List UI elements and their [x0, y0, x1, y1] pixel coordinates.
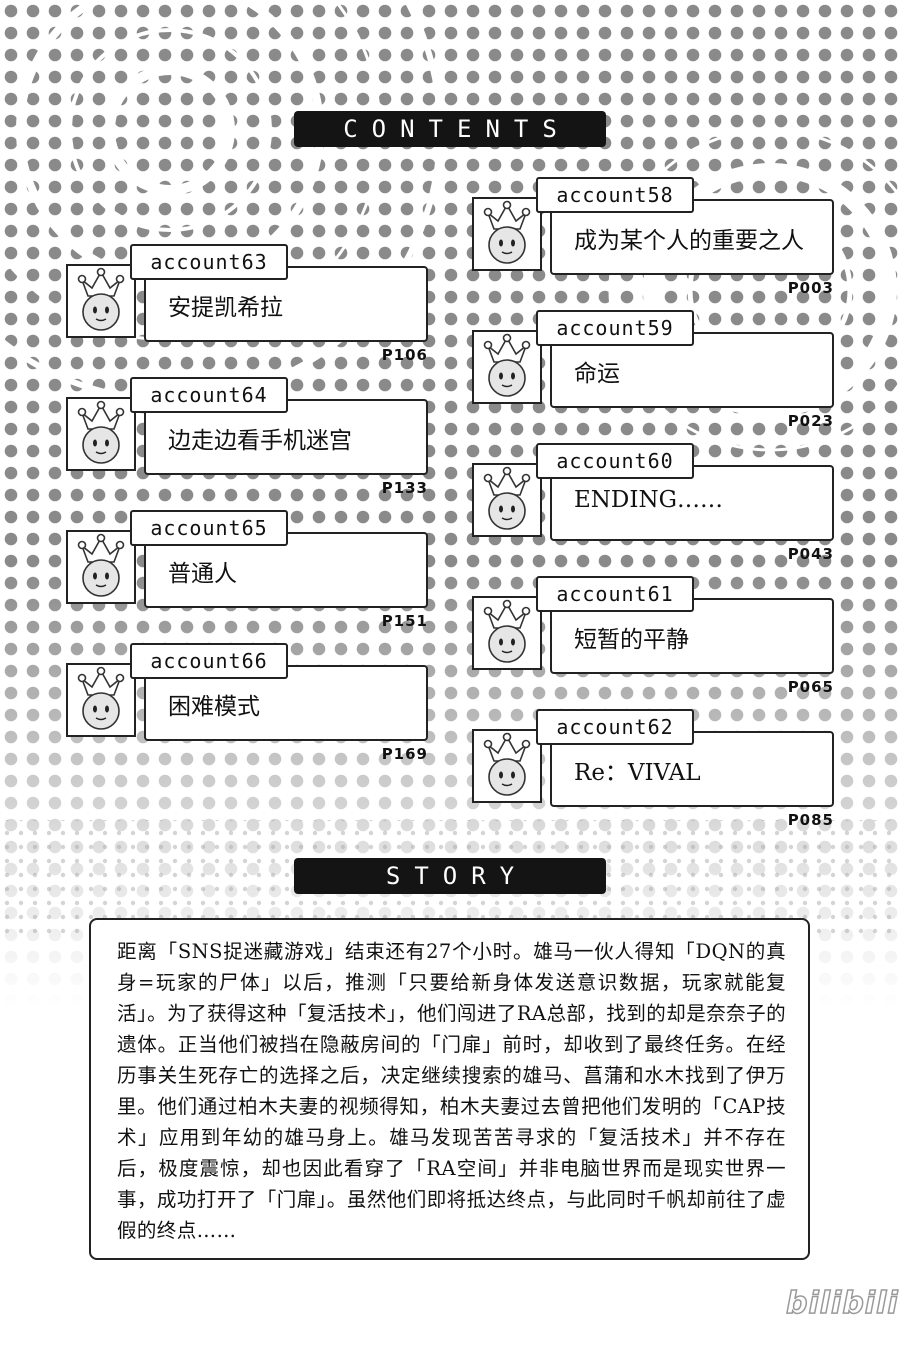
story-summary: 距离「SNS捉迷藏游戏」结束还有27个小时。雄马一伙人得知「DQN的真身=玩家的… — [89, 918, 810, 1260]
page-number: P065 — [787, 678, 834, 696]
page-number: P169 — [381, 745, 428, 763]
crown-face-avatar-icon — [66, 397, 136, 471]
account-tag: account66 — [130, 643, 288, 679]
page-number: P003 — [787, 279, 834, 297]
account-tag: account60 — [536, 443, 694, 479]
crown-face-avatar-icon — [66, 530, 136, 604]
crown-face-avatar-icon — [66, 264, 136, 338]
crown-face-avatar-icon — [472, 463, 542, 537]
page-number: P133 — [381, 479, 428, 497]
page-number: P023 — [787, 412, 834, 430]
account-tag: account58 — [536, 177, 694, 213]
crown-face-avatar-icon — [472, 330, 542, 404]
page-number: P043 — [787, 545, 834, 563]
crown-face-avatar-icon — [472, 197, 542, 271]
story-banner: STORY — [294, 858, 606, 894]
watermark-logo: bilibili — [785, 1285, 899, 1322]
account-tag: account61 — [536, 576, 694, 612]
account-tag: account59 — [536, 310, 694, 346]
crown-face-avatar-icon — [66, 663, 136, 737]
account-tag: account64 — [130, 377, 288, 413]
page-number: P085 — [787, 811, 834, 829]
crown-face-avatar-icon — [472, 596, 542, 670]
page-number: P151 — [381, 612, 428, 630]
account-tag: account65 — [130, 510, 288, 546]
account-tag: account62 — [536, 709, 694, 745]
contents-banner: CONTENTS — [294, 111, 606, 147]
page-number: P106 — [381, 346, 428, 364]
crown-face-avatar-icon — [472, 729, 542, 803]
account-tag: account63 — [130, 244, 288, 280]
